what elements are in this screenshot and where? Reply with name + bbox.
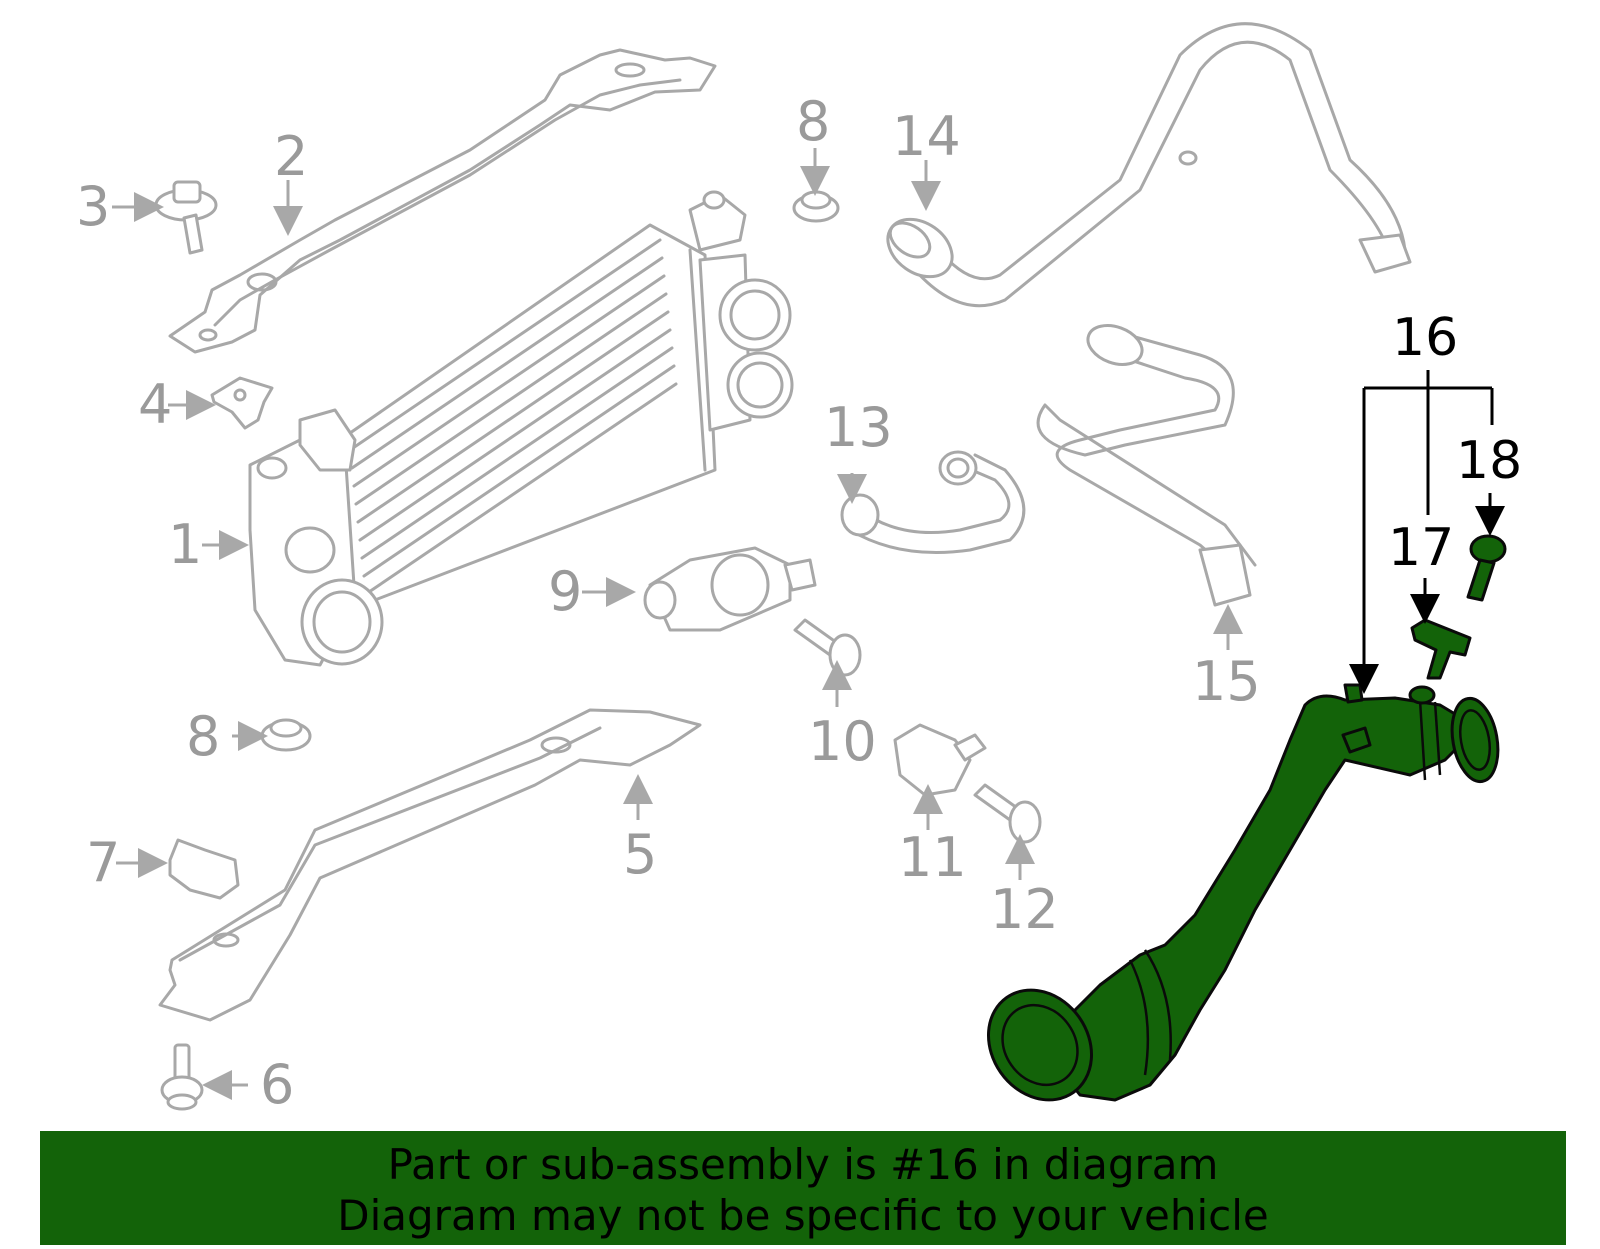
callout-4: 4 <box>138 373 172 436</box>
info-banner: Part or sub-assembly is #16 in diagram D… <box>40 1135 1566 1245</box>
pin-12 <box>973 783 1042 844</box>
sensor-11 <box>893 723 987 797</box>
callout-8-top: 8 <box>796 90 830 153</box>
banner-background <box>40 1131 1566 1245</box>
intercooler <box>248 190 794 667</box>
upper-bracket <box>168 48 717 354</box>
callout-18: 18 <box>1456 431 1522 491</box>
screw-18 <box>1466 534 1507 602</box>
bolt-6 <box>160 1043 204 1111</box>
callout-2: 2 <box>274 125 308 188</box>
clip-4 <box>210 376 274 430</box>
banner-line-1: Part or sub-assembly is #16 in diagram <box>387 1140 1219 1189</box>
callout-1: 1 <box>168 513 202 576</box>
valve-9 <box>643 546 817 632</box>
hose-16-highlighted <box>986 683 1500 1102</box>
callout-16: 16 <box>1392 308 1458 368</box>
callout-9: 9 <box>548 560 582 623</box>
callout-13: 13 <box>824 396 893 459</box>
callout-6: 6 <box>260 1053 294 1116</box>
clip-7 <box>168 838 240 900</box>
lower-bracket <box>158 708 702 1022</box>
callout-3: 3 <box>76 175 110 238</box>
callout-11: 11 <box>898 826 967 889</box>
callout-15: 15 <box>1192 650 1261 713</box>
callout-17: 17 <box>1388 518 1454 578</box>
bolt-3 <box>154 180 218 255</box>
lower-hose <box>1036 324 1257 607</box>
callout-labels: 1 2 3 4 5 6 7 8 8 9 10 11 12 13 14 15 16… <box>76 90 1522 1116</box>
callout-8-lower: 8 <box>186 705 220 768</box>
grommet-8-top <box>792 190 840 223</box>
callout-7: 7 <box>86 831 120 894</box>
clamp-17 <box>1410 618 1472 680</box>
callout-5: 5 <box>623 823 657 886</box>
grommet-8-lower <box>260 718 312 752</box>
callout-12: 12 <box>990 878 1059 941</box>
upper-hose <box>886 22 1412 308</box>
small-hose <box>840 450 1026 554</box>
leader-lines <box>112 148 1505 1100</box>
pin-10 <box>793 618 862 677</box>
callout-10: 10 <box>808 710 877 773</box>
callout-14: 14 <box>892 105 961 168</box>
banner-line-2: Diagram may not be specific to your vehi… <box>337 1191 1269 1240</box>
